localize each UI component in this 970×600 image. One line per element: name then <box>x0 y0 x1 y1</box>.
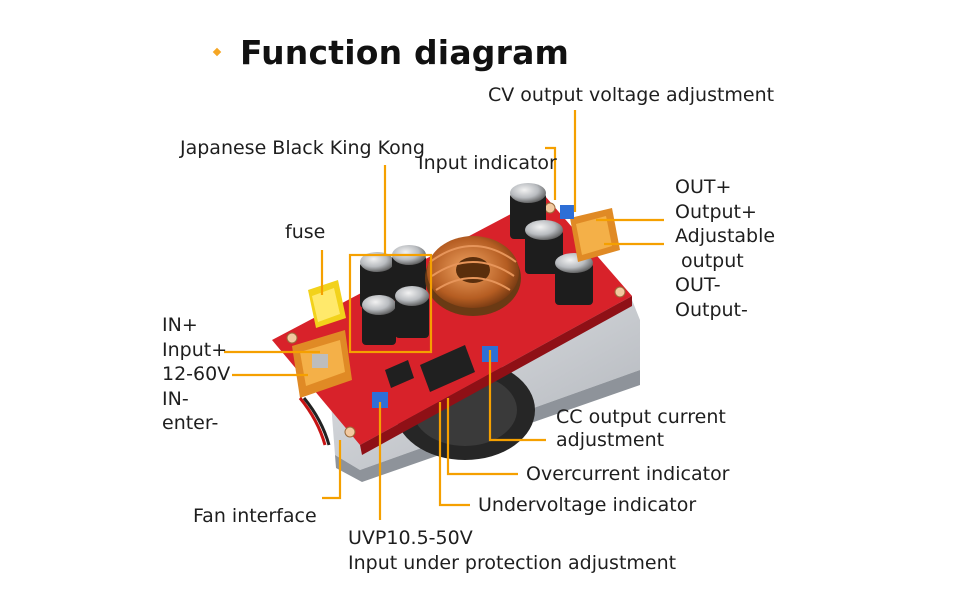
label-input: IN+ Input+ 12-60V IN- enter- <box>162 313 230 436</box>
fan-wire-black <box>302 397 331 446</box>
label-voltage-range: 12-60V <box>162 363 231 385</box>
label-japanese-cap: Japanese Black King Kong <box>180 137 425 159</box>
label-in-minus: IN- <box>162 387 189 410</box>
inductor-coil <box>425 236 521 316</box>
label-in-plus: IN+ <box>162 314 198 336</box>
label-fuse: fuse <box>285 221 326 243</box>
label-overcurrent: Overcurrent indicator <box>526 463 730 485</box>
label-fan: Fan interface <box>193 505 317 527</box>
label-input-plus: Input+ <box>162 338 228 361</box>
label-input-indicator: Input indicator <box>418 152 557 174</box>
japanese-capacitors <box>360 245 429 345</box>
leader-japanese-box <box>348 253 433 354</box>
control-ics <box>385 345 475 392</box>
label-output-minus: Output- <box>675 298 748 321</box>
label-enter-minus: enter- <box>162 412 219 434</box>
label-cv-adjust: CV output voltage adjustment <box>488 84 775 106</box>
leader-cc <box>488 350 546 442</box>
output-terminal <box>570 208 620 262</box>
label-out-plus: OUT+ <box>675 176 732 198</box>
page-title: Function diagram <box>240 32 570 72</box>
leader-fan <box>322 440 342 500</box>
label-undervoltage: Undervoltage indicator <box>478 494 697 516</box>
label-cc-line1: CC output current <box>556 406 726 428</box>
label-out-minus: OUT- <box>675 274 721 296</box>
label-cc-line2: adjustment <box>556 429 665 451</box>
leader-overcurrent <box>446 398 518 476</box>
label-output: OUT+ Output+ Adjustable output OUT- Outp… <box>675 175 775 322</box>
label-adjustable: Adjustable <box>675 225 776 247</box>
leader-undervoltage <box>438 402 470 507</box>
fuse <box>308 280 346 328</box>
fan-wire <box>298 397 327 446</box>
label-uvp-line2: Input under protection adjustment <box>348 552 677 574</box>
label-output-plus: Output+ <box>675 200 757 223</box>
label-cc-adjust: CC output current adjustment <box>556 406 726 452</box>
leader-input-indicator <box>545 146 557 200</box>
label-uvp-line1: UVP10.5-50V <box>348 527 473 549</box>
label-uvp: UVP10.5-50V Input under protection adjus… <box>348 526 676 576</box>
label-output-word: output <box>675 249 744 272</box>
title-block: Function diagram <box>212 30 570 74</box>
